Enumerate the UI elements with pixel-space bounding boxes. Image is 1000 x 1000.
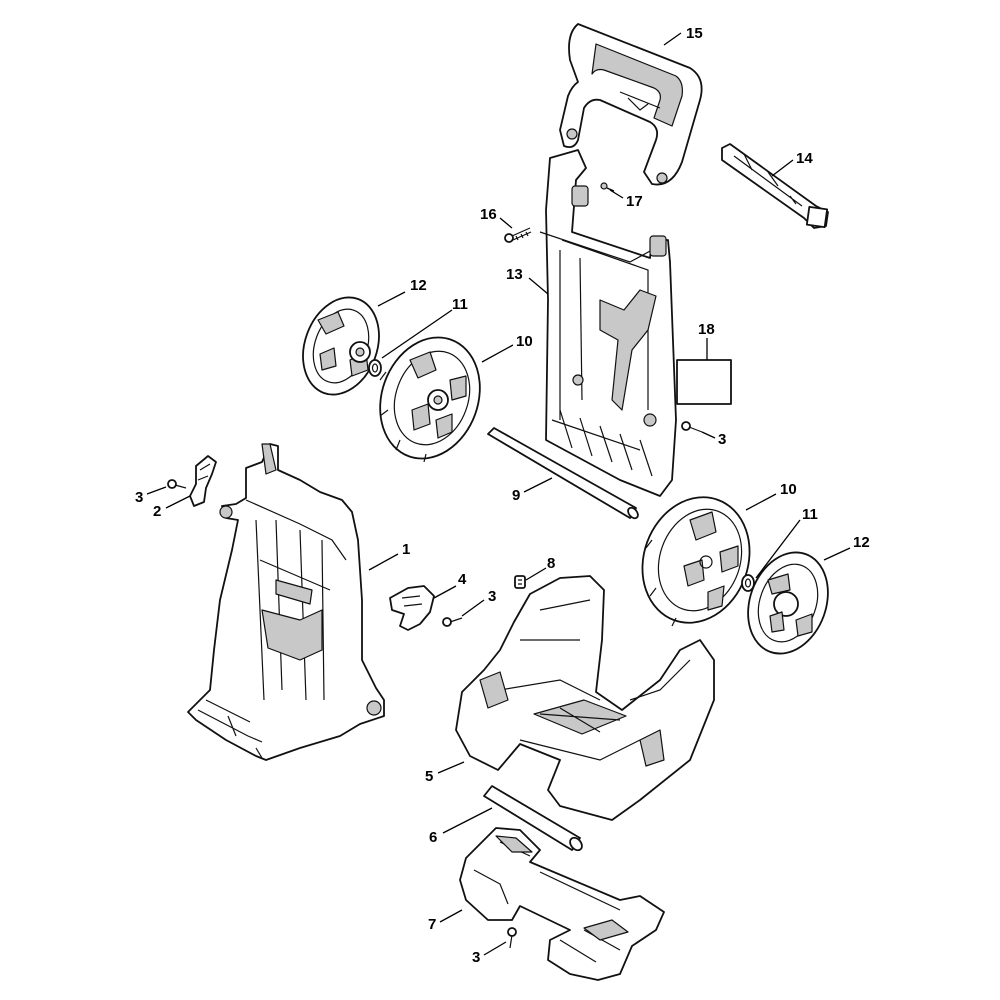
leader-3d bbox=[483, 941, 507, 956]
leader-12a bbox=[377, 291, 406, 307]
part-screw-bottom bbox=[507, 927, 517, 949]
callout-8: 8 bbox=[547, 555, 555, 572]
part-washer-lower bbox=[741, 574, 755, 592]
leader-10a bbox=[481, 344, 514, 363]
part-wheel-cap-upper bbox=[302, 296, 380, 396]
callout-6: 6 bbox=[429, 829, 437, 846]
part-wheel-cap-lower bbox=[747, 551, 829, 655]
part-screw-left-upper bbox=[167, 479, 187, 489]
callout-3-right: 3 bbox=[718, 431, 726, 448]
leader-lines bbox=[146, 32, 851, 956]
part-screw-mid bbox=[442, 617, 463, 627]
callout-11-upper: 11 bbox=[452, 296, 468, 313]
callout-4: 4 bbox=[458, 571, 467, 588]
leader-5 bbox=[437, 761, 465, 774]
part-wheel-upper bbox=[379, 336, 481, 463]
part-screw-17 bbox=[600, 182, 615, 192]
leader-16 bbox=[499, 217, 513, 229]
callout-3-left: 3 bbox=[135, 489, 143, 506]
leader-2 bbox=[165, 495, 191, 509]
leader-9 bbox=[523, 477, 553, 493]
leader-3a bbox=[701, 431, 716, 439]
callout-3-mid: 3 bbox=[488, 588, 496, 605]
callout-12-upper: 12 bbox=[410, 277, 427, 294]
callout-3-bottom: 3 bbox=[472, 949, 480, 966]
part-foot-stand bbox=[459, 827, 665, 981]
callout-7: 7 bbox=[428, 916, 436, 933]
callout-15: 15 bbox=[686, 25, 703, 42]
callout-9: 9 bbox=[512, 487, 520, 504]
leader-8 bbox=[525, 567, 547, 581]
part-base-housing bbox=[455, 575, 715, 821]
part-wheel-lower bbox=[641, 496, 751, 627]
callout-18: 18 bbox=[698, 321, 715, 338]
part-screw-16 bbox=[504, 227, 532, 243]
leader-4 bbox=[433, 585, 457, 599]
callout-13: 13 bbox=[506, 266, 523, 283]
part-handle bbox=[559, 23, 703, 186]
callout-labels: 15 14 17 16 13 12 11 10 18 3 9 3 2 1 10 … bbox=[135, 25, 870, 966]
callout-17: 17 bbox=[626, 193, 643, 210]
callout-10-lower: 10 bbox=[780, 481, 797, 498]
leader-14 bbox=[771, 159, 794, 177]
leader-1 bbox=[368, 553, 399, 571]
leader-10b bbox=[745, 493, 777, 511]
leader-3c bbox=[461, 599, 485, 617]
callout-10-upper: 10 bbox=[516, 333, 533, 350]
part-label-sticker bbox=[676, 359, 732, 405]
leader-3b bbox=[146, 486, 167, 495]
part-front-housing bbox=[187, 443, 385, 761]
leader-12b bbox=[823, 547, 851, 561]
callout-12-lower: 12 bbox=[853, 534, 870, 551]
part-rear-frame bbox=[539, 149, 677, 497]
leader-13 bbox=[528, 277, 549, 295]
callout-5: 5 bbox=[425, 768, 433, 785]
part-small-clip bbox=[514, 575, 526, 589]
leader-15 bbox=[663, 32, 682, 46]
part-clip bbox=[189, 455, 217, 507]
callout-11-lower: 11 bbox=[802, 506, 818, 523]
callout-2: 2 bbox=[153, 503, 161, 520]
part-lever bbox=[721, 143, 829, 229]
part-axle-rod bbox=[487, 427, 639, 520]
part-bracket bbox=[389, 585, 435, 631]
part-lower-tube bbox=[483, 785, 583, 852]
callout-14: 14 bbox=[796, 150, 813, 167]
leader-11a bbox=[381, 309, 453, 359]
callout-16: 16 bbox=[480, 206, 497, 223]
leader-7 bbox=[439, 909, 463, 923]
leader-6 bbox=[442, 807, 493, 834]
leader-17 bbox=[609, 189, 624, 199]
callout-1: 1 bbox=[402, 541, 410, 558]
leader-11b bbox=[755, 519, 801, 579]
part-washer-upper bbox=[368, 359, 382, 377]
part-screw-right bbox=[681, 421, 703, 433]
